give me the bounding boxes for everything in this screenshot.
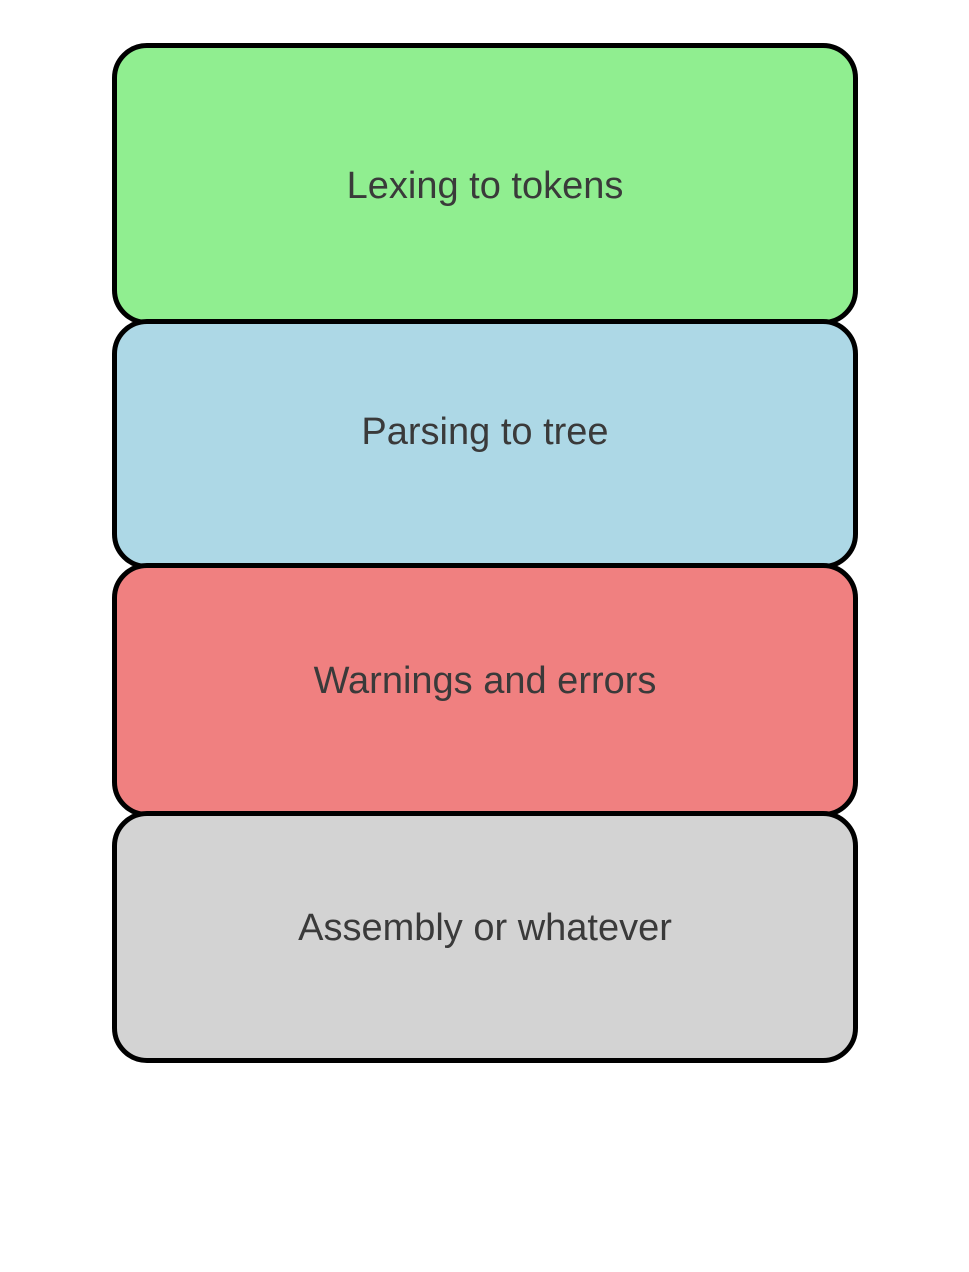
stage-label-assembly: Assembly or whatever: [298, 906, 672, 949]
stage-box-parsing: Parsing to tree: [112, 319, 858, 569]
stage-box-assembly: Assembly or whatever: [112, 811, 858, 1063]
stage-label-warnings: Warnings and errors: [313, 659, 657, 702]
stage-box-warnings: Warnings and errors: [112, 563, 858, 817]
stage-label-parsing: Parsing to tree: [361, 410, 609, 453]
stage-label-lexing: Lexing to tokens: [346, 164, 624, 207]
stage-box-lexing: Lexing to tokens: [112, 43, 858, 325]
